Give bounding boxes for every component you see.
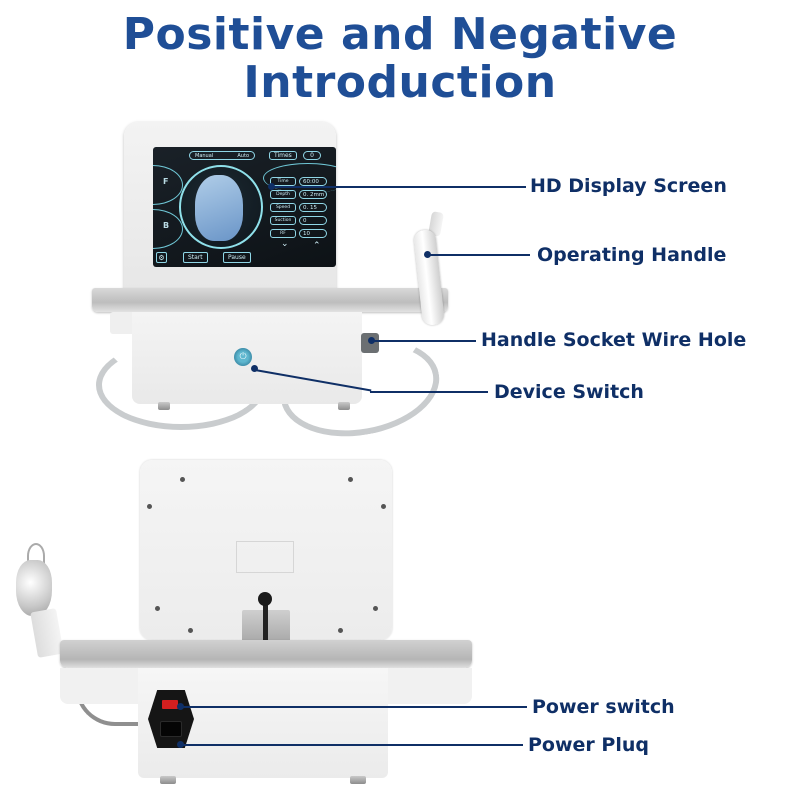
screw — [373, 606, 378, 611]
callout-line-power-switch — [181, 706, 527, 708]
param-depth-value: 0. 2mm — [299, 190, 327, 199]
page-title-line2: Introduction — [243, 57, 557, 108]
device-foot — [160, 776, 176, 784]
power-module — [148, 690, 194, 748]
device-tray-back — [60, 640, 472, 668]
param-time-value: 60:00 — [299, 177, 327, 186]
device-foot — [338, 402, 350, 410]
screw — [147, 504, 152, 509]
label-device-switch: Device Switch — [494, 381, 644, 403]
callout-dot-screen — [268, 183, 275, 190]
gear-icon[interactable]: ⚙ — [156, 252, 167, 263]
param-row-suction: Suction 0 — [270, 216, 332, 226]
param-speed-button[interactable]: Speed — [270, 203, 296, 212]
param-suction-value: 0 — [299, 216, 327, 225]
mode-manual[interactable]: Manual — [195, 152, 214, 159]
start-button[interactable]: Start — [183, 252, 208, 263]
callout-dot-handle — [424, 251, 431, 258]
device-foot — [350, 776, 366, 784]
screw — [381, 504, 386, 509]
param-row-time: Time 60:00 — [270, 177, 332, 187]
label-power-plug: Power Pluq — [528, 734, 649, 756]
param-speed-value: 0. 15 — [299, 203, 327, 212]
rear-label-plate — [236, 541, 294, 573]
param-time-button[interactable]: Time — [270, 177, 296, 186]
power-switch-rocker[interactable] — [162, 700, 178, 709]
label-handle-socket-wire-hole: Handle Socket Wire Hole — [481, 329, 747, 351]
face-head-icon — [195, 175, 243, 241]
param-arc-top — [263, 163, 336, 193]
power-plug-socket[interactable] — [160, 721, 182, 737]
callout-dot-socket — [368, 337, 375, 344]
label-power-switch: Power switch — [532, 696, 675, 718]
param-row-depth: Depth 0. 2mm — [270, 190, 332, 200]
face-diagram — [179, 165, 263, 249]
device-switch-button[interactable]: ⏻ — [234, 348, 252, 366]
callout-dot-switch — [251, 365, 258, 372]
device-foot — [158, 402, 170, 410]
screw — [188, 628, 193, 633]
operating-handle-back[interactable] — [30, 608, 64, 658]
param-row-rf: RF 10 — [270, 229, 332, 239]
callout-line-screen — [272, 186, 526, 188]
device-tray — [92, 288, 448, 312]
callout-line-switch — [370, 391, 488, 393]
param-depth-button[interactable]: Depth — [270, 190, 296, 199]
callout-line-handle — [428, 254, 530, 256]
label-operating-handle: Operating Handle — [537, 244, 727, 266]
label-hd-display-screen: HD Display Screen — [530, 175, 727, 197]
front-zone-f[interactable]: F — [163, 177, 169, 186]
pause-button[interactable]: Pause — [223, 252, 251, 263]
hd-display-screen[interactable]: Manual Auto Times 0 F B Time 60:00 Depth… — [153, 147, 336, 267]
cable-knob — [258, 592, 272, 606]
param-rf-button[interactable]: RF — [270, 229, 296, 238]
callout-line-power-plug — [181, 744, 523, 746]
screw — [180, 477, 185, 482]
screw — [348, 477, 353, 482]
mode-auto[interactable]: Auto — [237, 152, 249, 159]
times-value: 0 — [303, 151, 321, 160]
chevron-up-icon[interactable]: ⌃ — [313, 241, 321, 251]
handle-cap — [16, 560, 52, 616]
param-rf-value: 10 — [299, 229, 327, 238]
handle-hook — [27, 543, 45, 569]
cable-stem — [263, 600, 268, 650]
mode-toggle[interactable]: Manual Auto — [189, 151, 255, 160]
screw — [155, 606, 160, 611]
back-zone-b[interactable]: B — [163, 221, 170, 230]
param-row-speed: Speed 0. 15 — [270, 203, 332, 213]
callout-dot-power-switch — [177, 703, 184, 710]
callout-line-socket — [372, 340, 476, 342]
times-label: Times — [269, 151, 297, 160]
page-title-line1: Positive and Negative — [122, 9, 678, 60]
param-suction-button[interactable]: Suction — [270, 216, 296, 225]
callout-dot-power-plug — [177, 741, 184, 748]
chevron-down-icon[interactable]: ⌄ — [281, 239, 289, 249]
screw — [338, 628, 343, 633]
